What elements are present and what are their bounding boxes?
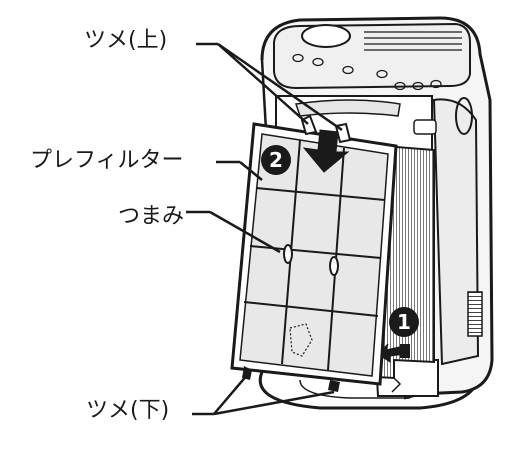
label-tsume-top: ツメ(上) [84,28,168,53]
prefilter-panel [230,114,398,392]
label-tsumami: つまみ [118,204,185,229]
label-prefilter: プレフィルター [30,148,184,173]
leader-lines [186,42,343,416]
label-tsume-bottom: ツメ(下) [86,398,170,423]
down-arrow [302,129,350,173]
purifier-base [258,371,480,410]
step-1-badge: 1 [389,307,419,337]
step-2-badge: 2 [261,145,291,175]
release-arrow [377,343,410,363]
